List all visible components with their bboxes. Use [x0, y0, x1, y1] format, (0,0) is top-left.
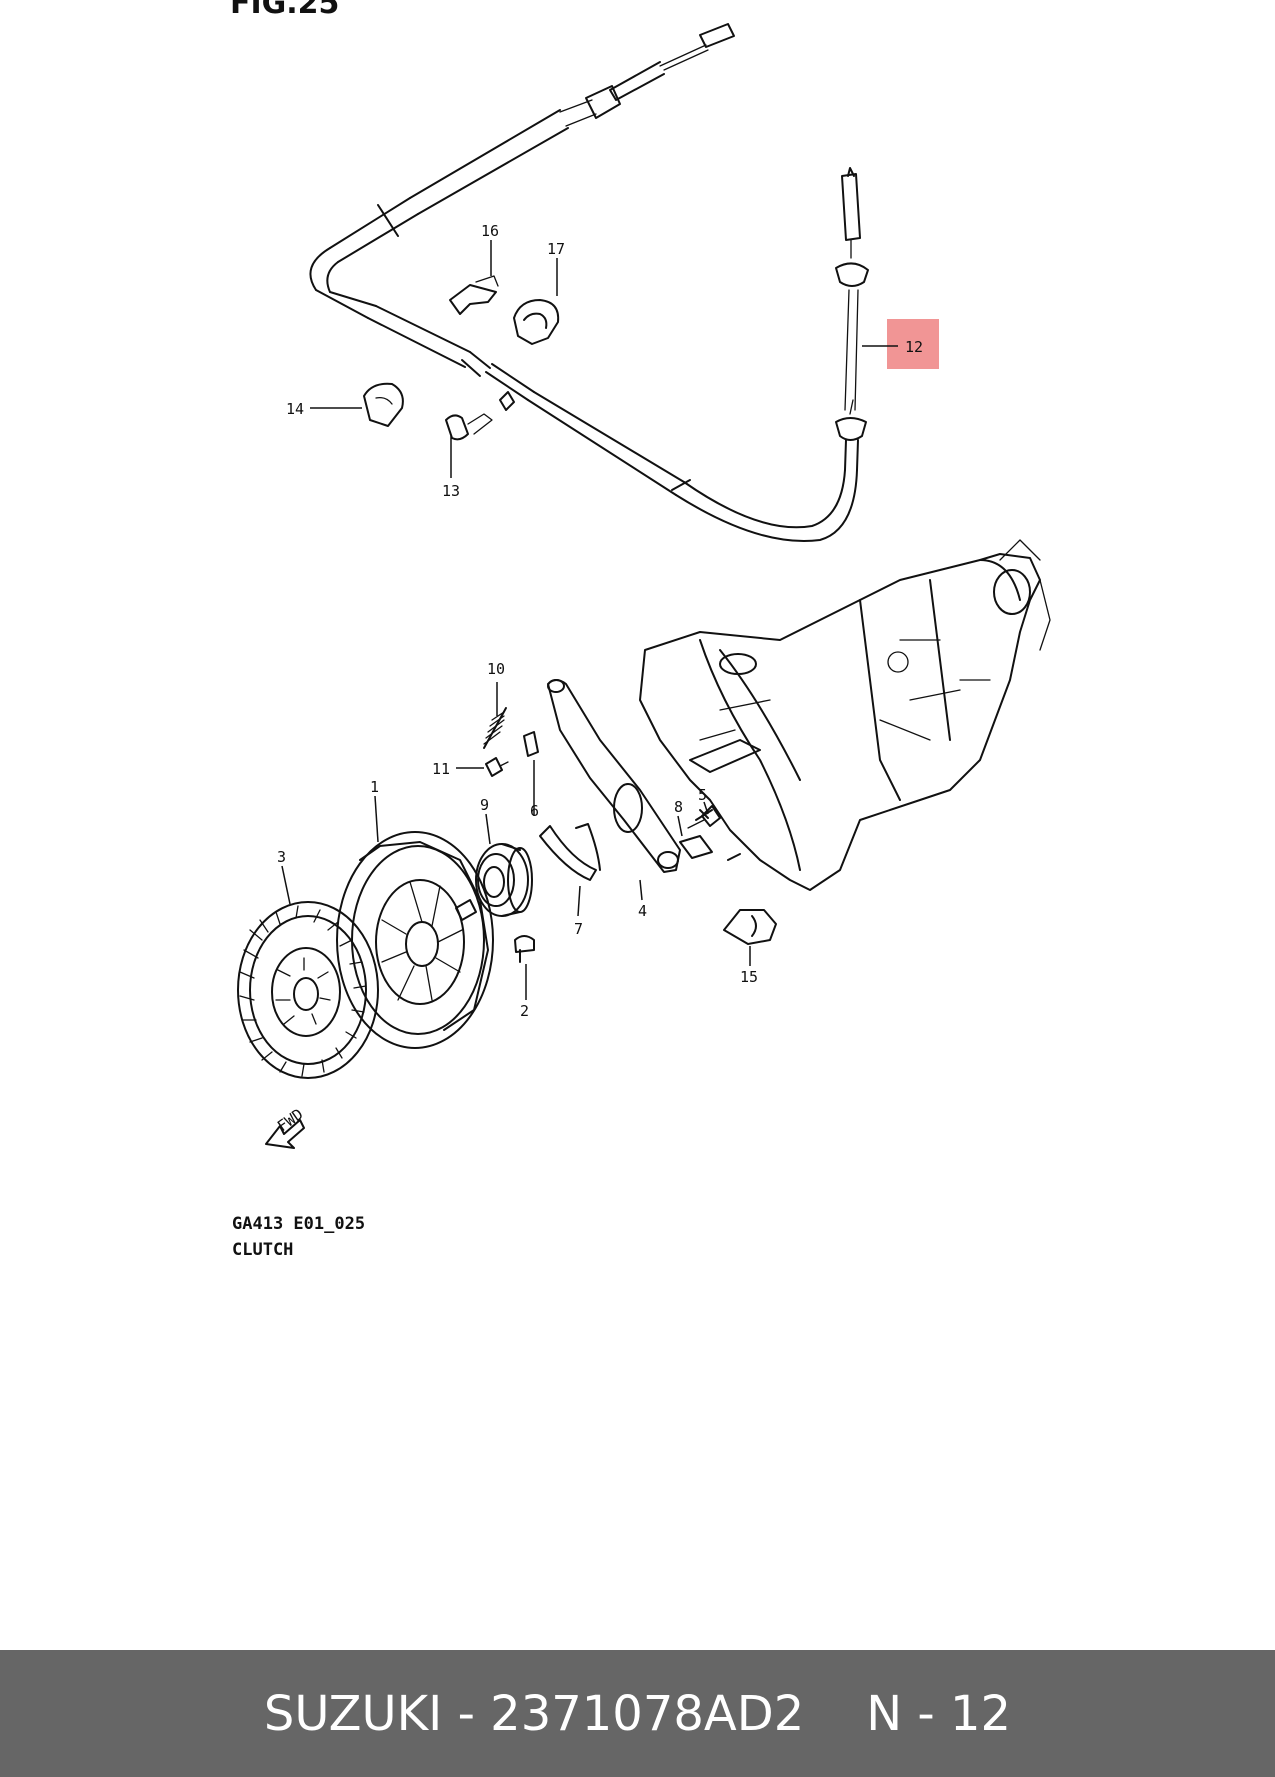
clutch-cable — [309, 23, 869, 543]
callout-labels: 16 17 12 14 13 10 11 6 9 1 3 7 4 5 8 15 … — [277, 222, 923, 1020]
clutch-disc — [237, 901, 379, 1079]
release-fork — [547, 679, 681, 873]
wear-plate — [539, 823, 601, 881]
diagram-position: N - 12 — [866, 1685, 1012, 1742]
callout-11: 11 — [432, 760, 450, 778]
callout-9: 9 — [480, 796, 489, 814]
fwd-arrow-icon: FWD — [265, 1105, 306, 1149]
callout-3: 3 — [277, 848, 286, 866]
callout-10: 10 — [487, 660, 505, 678]
callout-8: 8 — [674, 798, 683, 816]
transmission-case — [639, 539, 1051, 891]
callout-17: 17 — [547, 240, 565, 258]
callout-7: 7 — [574, 920, 583, 938]
pressure-plate — [336, 831, 494, 1049]
callout-2: 2 — [520, 1002, 529, 1020]
callout-4: 4 — [638, 902, 647, 920]
clutch-exploded-diagram: FWD 16 17 12 14 13 10 11 6 9 1 3 7 4 5 — [237, 23, 1051, 1149]
figure-title: FIG.25 — [230, 0, 340, 21]
small-fasteners — [483, 707, 713, 963]
figure-code: GA413 E01_025 — [232, 1214, 366, 1234]
part-info-footer: SUZUKI - 2371078AD2 N - 12 — [0, 1650, 1275, 1777]
callout-1: 1 — [370, 778, 379, 796]
figure-name: CLUTCH — [232, 1240, 294, 1260]
callout-13: 13 — [442, 482, 460, 500]
callout-5: 5 — [698, 786, 707, 804]
callout-16: 16 — [481, 222, 499, 240]
cable-clips — [363, 275, 560, 441]
brand-part-number: SUZUKI - 2371078AD2 — [263, 1685, 805, 1742]
highlighted-part-marker — [887, 319, 939, 369]
callout-12: 12 — [905, 338, 923, 356]
callout-15: 15 — [740, 968, 758, 986]
bracket-15 — [723, 909, 777, 945]
callout-14: 14 — [286, 400, 304, 418]
callout-6: 6 — [530, 802, 539, 820]
leader-lines — [281, 240, 898, 1000]
bolts — [679, 805, 741, 861]
release-bearing — [475, 843, 533, 917]
